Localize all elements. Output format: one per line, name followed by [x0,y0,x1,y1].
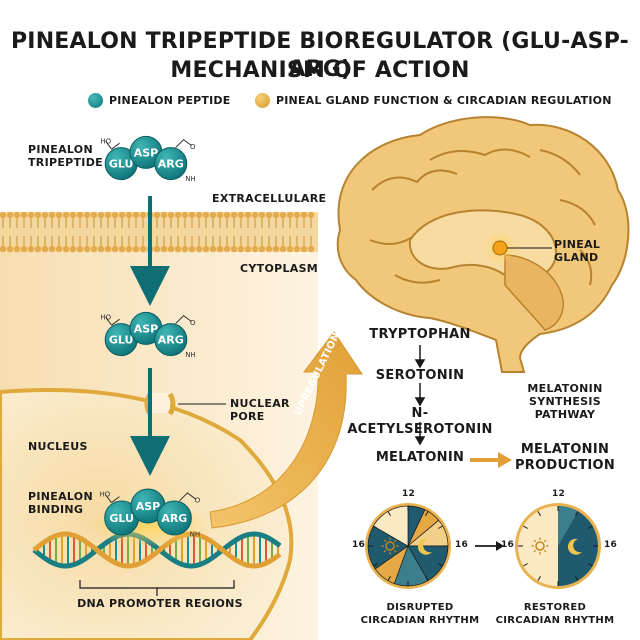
clock2-label-top: 12 [552,489,566,499]
pathway-arrows [414,345,426,446]
legend-label-peptide: PINEALON PEPTIDE [109,94,231,107]
peptide-residue-label: ARG [158,334,184,347]
clock-segment [558,506,578,546]
peptide-residue-arg [154,147,188,181]
svg-text:NH: NH [190,531,201,539]
peptide-residue-label: ARG [158,158,184,171]
label-dna-promoter: DNA PROMOTER REGIONS [77,597,243,610]
clock-day-half [518,506,558,586]
svg-text:NH: NH [185,175,196,183]
moon-icon [567,538,582,555]
svg-text:O: O [195,497,201,505]
pathway-step-melatonin: MELATONIN [375,450,465,465]
pathway-step-n-acetylserotonin: N-ACETYLSEROTONIN [347,406,493,437]
peptide-residue-label: GLU [109,158,134,171]
peptide-residue-label: ASP [134,322,159,335]
clock2-label-left: 16 [501,540,515,550]
brain-illustration [336,116,630,373]
peptide-residue-label: ARG [161,512,187,525]
peptide-residue-label: GLU [109,512,134,525]
page-title: PINEALON TRIPEPTIDE BIOREGULATOR (GLU-AS… [10,29,629,82]
legend-swatch-teal [88,93,103,108]
clock1-label-top: 12 [402,489,416,499]
dna-strand-a [32,531,282,569]
svg-text:NH: NH [185,351,196,359]
pathway-step-tryptophan: TRYPTOPHAN [369,327,471,342]
label-pinealon-binding: PINEALON BINDING [28,490,93,516]
legend-label-pineal: PINEAL GLAND FUNCTION & CIRCADIAN REGULA… [276,94,612,107]
nuclear-pore [150,393,170,413]
label-pineal-gland: PINEAL GLAND [554,238,601,264]
moon-icon [417,538,432,555]
production-arrow [470,452,512,468]
label-nucleus: NUCLEUS [28,440,88,453]
clock2-label-right: 16 [604,540,618,550]
svg-text:HO: HO [100,138,111,146]
legend-item-pineal: PINEAL GLAND FUNCTION & CIRCADIAN REGULA… [255,93,612,108]
sun-icon [381,537,399,555]
svg-text:HO: HO [100,491,111,499]
pathway-step-serotonin: SEROTONIN [375,368,465,383]
clock-disrupted [365,503,451,589]
label-disrupted-rhythm: DISRUPTED CIRCADIAN RHYTHM [360,602,480,626]
clock1-label-right: 16 [455,540,469,550]
clock-segment [367,525,409,570]
upregulation-arrow [209,331,363,529]
peptide-residue-label: ASP [136,500,161,513]
label-melatonin-synthesis-pathway: MELATONIN SYNTHESIS PATHWAY [527,382,603,421]
svg-text:O: O [190,143,196,151]
clock-restored [515,503,601,589]
svg-text:O: O [190,319,196,327]
legend-swatch-gold [255,93,270,108]
page-subtitle: MECHANISM OF ACTION [170,58,470,83]
dna-strand-b [32,531,282,569]
sun-icon [531,537,549,555]
cell-membrane [0,211,318,253]
label-nuclear-pore: NUCLEAR PORE [230,397,290,423]
peptide-residue-arg [154,323,188,357]
label-extracellular: EXTRACELLULARE [212,192,327,205]
legend-item-peptide: PINEALON PEPTIDE [88,93,230,108]
clock1-label-left: 16 [352,540,366,550]
peptide-residue-label: ASP [134,146,159,159]
svg-text:HO: HO [100,314,111,322]
label-pinealon-tripeptide: PINEALON TRIPEPTIDE [28,143,103,169]
label-restored-rhythm: RESTORED CIRCADIAN RHYTHM [495,602,615,626]
label-melatonin-production: MELATONIN PRODUCTION [514,442,616,473]
peptide-residue-arg [156,500,192,536]
label-cytoplasm: CYTOPLASM [240,262,319,275]
peptide-residue-label: GLU [109,334,134,347]
